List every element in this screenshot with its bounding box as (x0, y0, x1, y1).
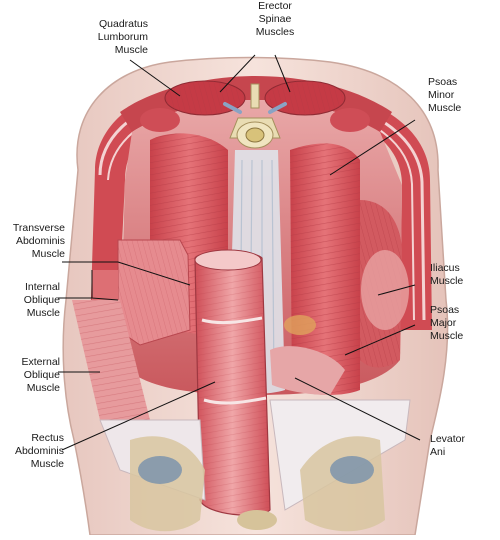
label-levator-ani: Levator Ani (430, 433, 466, 458)
label-quadratus-lumborum: Quadratus Lumborum Muscle (97, 18, 148, 56)
label-psoas-major: Psoas Major Muscle (430, 304, 464, 342)
label-psoas-minor: Psoas Minor Muscle (428, 76, 462, 114)
label-erector-spinae: Erector Spinae Muscles (255, 0, 295, 38)
vertebra (223, 83, 287, 149)
label-iliacus: Iliacus Muscle (430, 262, 464, 287)
label-external-oblique: External Oblique Muscle (21, 356, 60, 394)
hip-joint-left (138, 456, 182, 484)
label-transverse-abdominis: Transverse Abdominis Muscle (12, 222, 65, 260)
label-internal-oblique: Internal Oblique Muscle (23, 281, 60, 319)
levator-ani (270, 346, 345, 395)
leader-lines (58, 54, 421, 451)
hip-joint-right (330, 456, 374, 484)
label-rectus-abdominis: Rectus Abdominis Muscle (14, 432, 64, 470)
